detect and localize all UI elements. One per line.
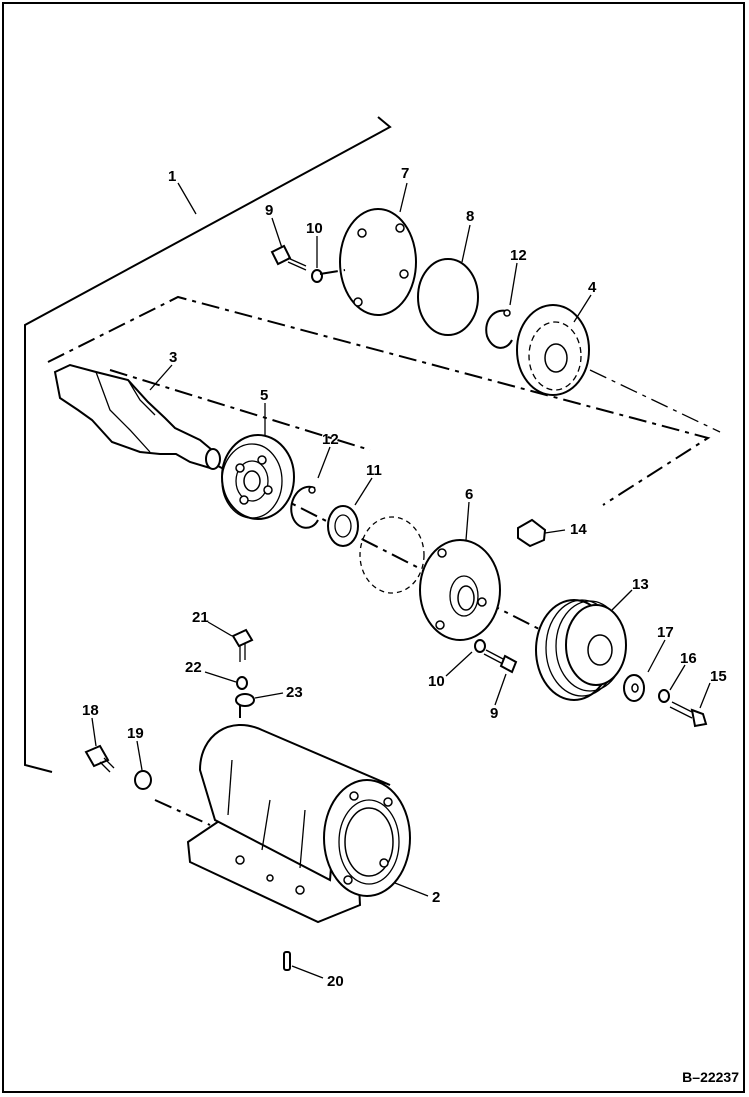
callout-19: 19 (127, 725, 144, 742)
lock-washer-22-part (236, 676, 248, 690)
callout-16: 16 (680, 650, 697, 667)
figure-id-label: B–22237 (682, 1069, 739, 1085)
callout-22: 22 (185, 659, 202, 676)
callout-17: 17 (657, 624, 674, 641)
callout-4: 4 (588, 279, 597, 296)
drain-plug-part (84, 744, 115, 773)
leader-lines (91, 182, 711, 979)
callout-14: 14 (570, 521, 587, 538)
subassembly-boundary (47, 295, 711, 506)
washer-upper-part (311, 269, 323, 283)
snap-ring-lower-part (290, 485, 319, 529)
callout-13: 13 (632, 576, 649, 593)
assembly-bracket-1 (24, 116, 392, 773)
callout-1: 1 (168, 168, 176, 185)
callout-7: 7 (401, 165, 409, 182)
callout-9-lower: 9 (490, 705, 498, 722)
callout-11: 11 (366, 462, 382, 479)
o-ring-lower-part (359, 516, 425, 594)
bearing-cover-part (419, 539, 501, 641)
callout-18: 18 (82, 702, 99, 719)
callout-23: 23 (286, 684, 303, 701)
bolt-21-part (231, 628, 254, 662)
callout-15: 15 (710, 668, 727, 685)
washer-lower-part (474, 639, 486, 653)
callout-12-upper: 12 (510, 247, 527, 264)
callout-5: 5 (260, 387, 268, 404)
dowel-pin-part (283, 951, 291, 971)
bearing-4-part (516, 304, 590, 396)
callout-labels: 1 7 8 12 4 9 10 3 5 12 11 6 14 13 17 16 … (82, 165, 727, 990)
callout-10-lower: 10 (428, 673, 445, 690)
housing-part (186, 724, 411, 924)
bolt-lower-part (483, 649, 518, 674)
callout-12-lower: 12 (322, 431, 339, 448)
o-ring-upper-part (417, 258, 479, 336)
shaft-part (53, 363, 221, 470)
pulley-bolt-part (669, 701, 708, 728)
seal-part (327, 505, 359, 547)
gasket-19-part (134, 770, 152, 790)
callout-21: 21 (192, 609, 209, 626)
washer-23-part (235, 693, 255, 707)
cover-plate-part (339, 208, 417, 316)
callout-9-upper: 9 (265, 202, 273, 219)
callout-20: 20 (327, 973, 344, 990)
bolt-upper-part (270, 244, 307, 271)
callout-8: 8 (466, 208, 474, 225)
snap-ring-upper-part (485, 309, 513, 349)
callout-2: 2 (432, 889, 440, 906)
callout-10-upper: 10 (306, 220, 323, 237)
key-part (517, 518, 547, 548)
callout-6: 6 (465, 486, 473, 503)
ball-bearing-part (221, 434, 295, 520)
pulley-part (535, 599, 627, 701)
callout-3: 3 (169, 349, 177, 366)
lock-washer-part (658, 689, 670, 703)
